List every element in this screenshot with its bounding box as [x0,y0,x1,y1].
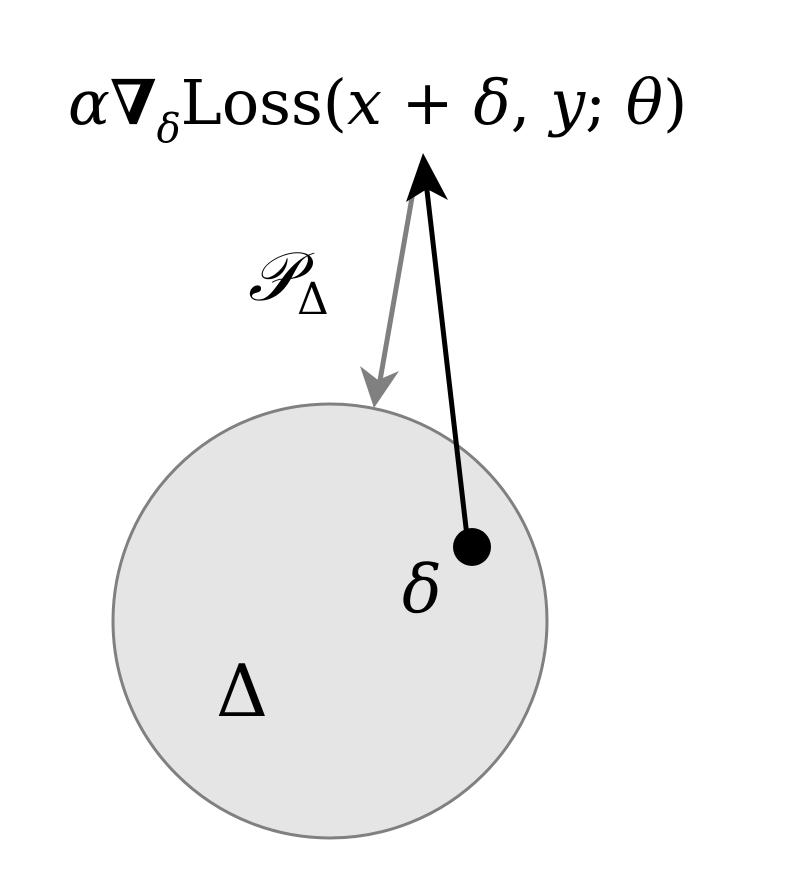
formula-theta: θ [626,66,663,139]
formula-nabla: ∇ [110,66,157,139]
point-label: δ [402,551,442,628]
projection-arrow-shaft [375,183,417,395]
formula-comma: , [511,66,550,139]
projection-arrowhead [360,366,399,408]
formula-semicolon: ; [585,66,626,139]
projection-label: 𝒫Δ [248,238,329,325]
constraint-set-circle [111,402,549,840]
formula-alpha: α [68,66,110,139]
formula-delta: δ [473,66,510,139]
projection-label-subscript: Δ [297,274,329,325]
formula-close-paren: ) [663,66,687,139]
gradient-arrow-shaft [423,179,471,548]
formula-subscript-delta: δ [157,106,181,152]
set-label: Δ [216,649,268,733]
formula-open-paren: ( [323,66,347,139]
formula-x: x [347,66,382,139]
formula-loss: Loss [181,66,323,139]
current-point [453,528,491,566]
gradient-arrowhead [406,153,448,202]
formula-y: y [547,66,586,139]
formula-plus: + [382,66,473,139]
gradient-formula: α∇δLoss(x + δ, y; θ) [68,66,687,152]
